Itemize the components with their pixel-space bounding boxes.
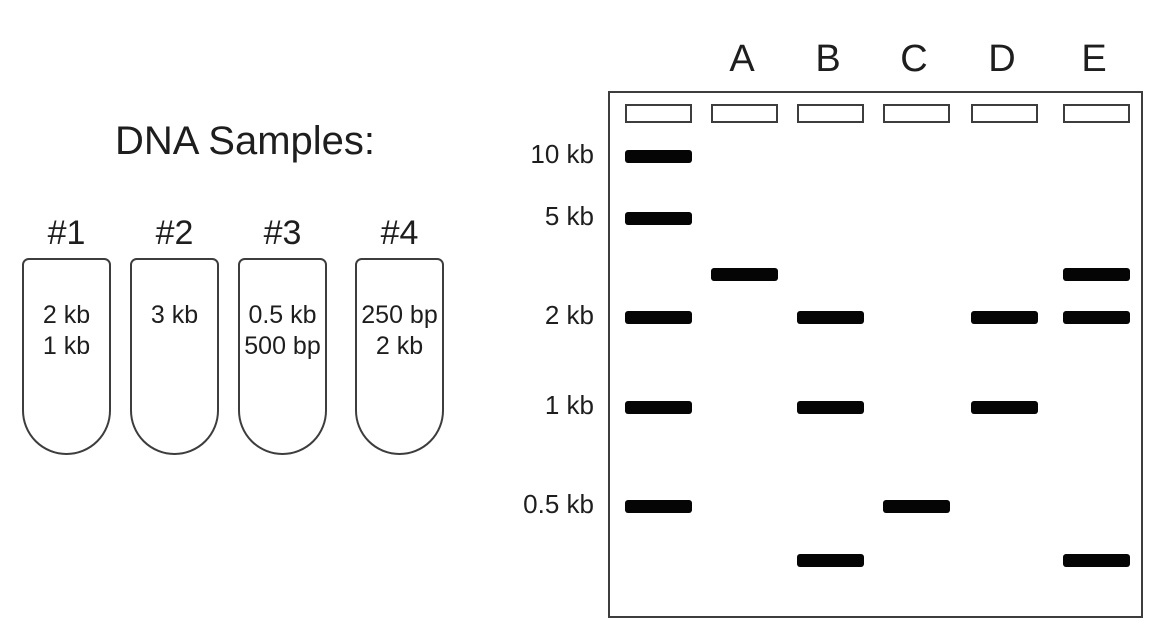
- band-ladder-5kb: [624, 211, 692, 225]
- well-E: [1062, 104, 1130, 123]
- band-E-2kb: [1062, 310, 1130, 324]
- tube-contents-2: 3 kb: [130, 300, 219, 331]
- band-B-2kb: [796, 310, 864, 324]
- band-E-3kb: [1062, 267, 1130, 281]
- tube-1: [22, 258, 111, 455]
- well-B: [796, 104, 864, 123]
- tube-contents-1: 2 kb 1 kb: [22, 300, 111, 362]
- tube-label-3: #3: [263, 214, 302, 252]
- band-ladder-10kb: [624, 149, 692, 163]
- tube-label-1: #1: [47, 214, 86, 252]
- well-D: [970, 104, 1038, 123]
- tube-contents-4: 250 bp 2 kb: [355, 300, 444, 362]
- size-marker-0.5-kb: 0.5 kb: [523, 489, 594, 519]
- band-D-2kb: [970, 310, 1038, 324]
- lane-label-C: C: [900, 38, 928, 80]
- band-ladder-2kb: [624, 310, 692, 324]
- tube-content-line: 2 kb: [375, 332, 424, 360]
- size-marker-10-kb: 10 kb: [530, 139, 594, 169]
- tube-4: [355, 258, 444, 455]
- size-marker-2-kb: 2 kb: [544, 300, 594, 330]
- tube-2: [130, 258, 219, 455]
- tube-content-line: 1 kb: [42, 332, 91, 360]
- lane-label-A: A: [729, 38, 755, 80]
- well-C: [882, 104, 950, 123]
- samples-title: DNA Samples:: [114, 119, 376, 163]
- tube-content-line: 2 kb: [42, 301, 91, 329]
- tube-contents-3: 0.5 kb 500 bp: [238, 300, 327, 362]
- size-marker-1-kb: 1 kb: [544, 390, 594, 420]
- tube-3: [238, 258, 327, 455]
- tube-content-line: 0.5 kb: [248, 301, 317, 329]
- tube-content-line: 500 bp: [244, 332, 321, 360]
- well-ladder: [624, 104, 692, 123]
- band-C-0.5kb: [882, 499, 950, 513]
- band-B-1kb: [796, 400, 864, 414]
- tube-label-4: #4: [380, 214, 419, 252]
- band-E-0.25kb: [1062, 553, 1130, 567]
- band-B-0.25kb: [796, 553, 864, 567]
- tube-content-line: 250 bp: [361, 301, 438, 329]
- band-ladder-0.5kb: [624, 499, 692, 513]
- well-A: [710, 104, 778, 123]
- gel-box: [608, 91, 1143, 618]
- band-A-3kb: [710, 267, 778, 281]
- lane-label-B: B: [815, 38, 841, 80]
- lane-label-D: D: [988, 38, 1016, 80]
- band-ladder-1kb: [624, 400, 692, 414]
- lane-label-E: E: [1081, 38, 1107, 80]
- band-D-1kb: [970, 400, 1038, 414]
- size-marker-5-kb: 5 kb: [544, 201, 594, 231]
- tube-content-line: 3 kb: [150, 301, 199, 329]
- tube-label-2: #2: [155, 214, 194, 252]
